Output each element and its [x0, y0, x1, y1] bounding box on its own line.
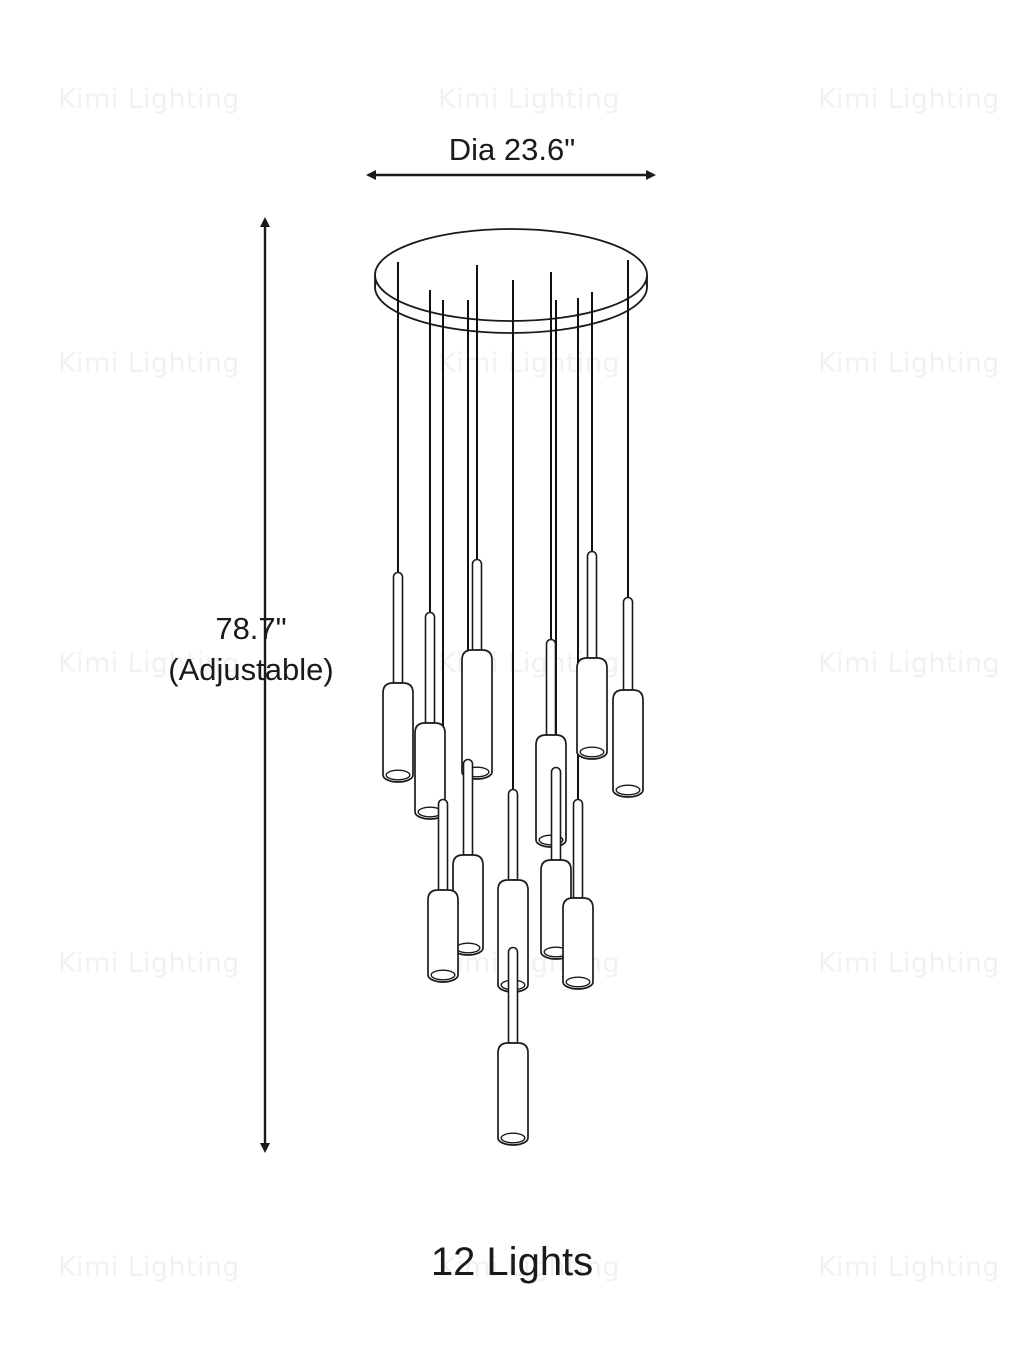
pendant-light	[461, 558, 493, 780]
height-label: 78.7" (Adjustable)	[120, 608, 382, 690]
pendant-body	[414, 722, 446, 820]
pendant-stem	[586, 550, 598, 659]
pendant-stem	[437, 798, 449, 891]
pendant-body	[497, 1042, 529, 1146]
pendant-light	[427, 798, 459, 983]
pendant-body	[612, 689, 644, 798]
pendant-aperture	[615, 784, 641, 796]
pendant-aperture	[385, 769, 411, 781]
pendant-stem	[462, 758, 474, 856]
pendant-stem	[550, 766, 562, 861]
pendant-body	[427, 889, 459, 983]
pendant-body	[576, 657, 608, 760]
pendant-aperture	[565, 976, 591, 988]
ceiling-canopy-plate	[374, 228, 648, 334]
pendant-body	[382, 682, 414, 783]
pendant-light	[576, 550, 608, 760]
pendant-aperture	[430, 969, 456, 981]
pendant-stem	[424, 611, 436, 724]
pendant-aperture	[579, 746, 605, 758]
diameter-label: Dia 23.6"	[448, 132, 576, 167]
pendant-stem	[622, 596, 634, 691]
pendant-stem	[507, 946, 519, 1044]
height-adjustable-note: (Adjustable)	[168, 652, 334, 687]
pendant-stem	[572, 798, 584, 899]
pendant-stem	[507, 788, 519, 881]
pendant-light	[382, 571, 414, 783]
pendant-body	[497, 879, 529, 993]
pendant-aperture	[500, 1132, 526, 1144]
pendant-light	[562, 798, 594, 990]
height-value: 78.7"	[215, 611, 287, 646]
pendant-light	[497, 946, 529, 1146]
pendant-light	[414, 611, 446, 820]
pendant-body	[562, 897, 594, 990]
light-count-caption: 12 Lights	[430, 1240, 594, 1284]
pendant-light	[452, 758, 484, 956]
pendant-stem	[471, 558, 483, 651]
pendant-body	[452, 854, 484, 956]
pendant-stem	[392, 571, 404, 684]
pendant-light	[612, 596, 644, 798]
canopy-top-ellipse	[374, 228, 648, 322]
pendant-cylinders	[382, 550, 644, 1146]
pendant-stem	[545, 638, 557, 736]
